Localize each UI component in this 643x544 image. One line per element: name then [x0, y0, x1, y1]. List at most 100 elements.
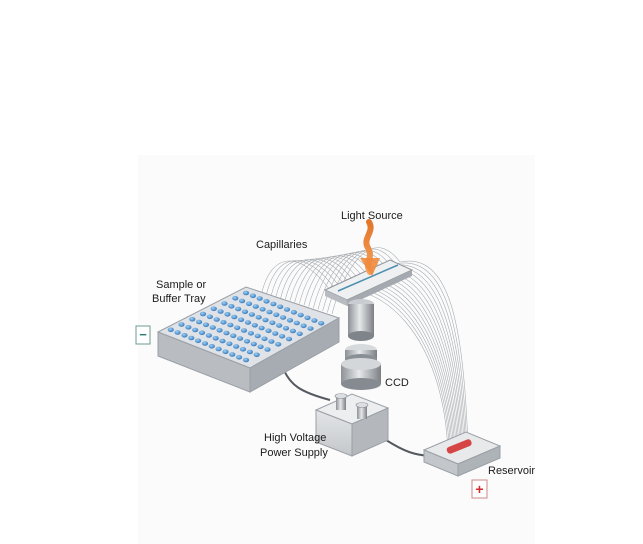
tray-well — [256, 296, 263, 301]
tray-well — [196, 319, 203, 325]
tray-well — [195, 338, 202, 344]
tray-well — [232, 296, 239, 301]
tray-well — [249, 293, 256, 299]
tray-well — [220, 320, 227, 325]
capillary-fiber — [381, 268, 463, 447]
capillary-fiber — [395, 262, 467, 445]
label-hv-line1: High Voltage — [264, 432, 326, 444]
tray-well — [240, 328, 248, 333]
tray-well — [258, 325, 265, 331]
tray-well — [178, 322, 185, 327]
tray-well — [241, 309, 249, 315]
capillary-fiber — [271, 259, 340, 296]
tray-well — [222, 349, 229, 355]
tray-well — [192, 327, 199, 333]
tray-well — [174, 330, 181, 335]
label-ccd: CCD — [385, 377, 409, 389]
tray-well — [245, 301, 253, 307]
tray-well — [277, 304, 284, 310]
tray-well — [212, 336, 219, 341]
tray-well — [235, 306, 242, 312]
tray-well — [268, 339, 275, 344]
tray-well — [289, 328, 296, 334]
tray-well — [283, 307, 291, 312]
tray-well — [280, 315, 287, 320]
tray-well — [318, 321, 325, 326]
tray-well — [266, 309, 273, 315]
tray-well — [300, 323, 307, 329]
tray-well — [221, 301, 228, 306]
tray-well — [269, 320, 276, 326]
capillary-fiber — [299, 255, 368, 304]
tray-well — [215, 346, 222, 352]
tray-well — [244, 320, 252, 325]
tray-well — [188, 335, 195, 341]
tray-cable — [282, 367, 331, 401]
label-hv-line2: Power Supply — [260, 447, 328, 459]
tray-well — [304, 315, 311, 321]
detection-window — [323, 259, 414, 306]
tray-well — [263, 299, 270, 304]
tray-well — [226, 341, 233, 347]
tray-well — [219, 338, 226, 344]
tray-well — [311, 318, 318, 323]
tray-well — [296, 331, 303, 337]
tray-well — [209, 325, 216, 330]
tray-well — [236, 355, 243, 360]
tray-well — [239, 298, 246, 304]
tray-well — [202, 322, 210, 328]
label-reservoir: Reservoir — [488, 465, 535, 477]
capillary-fiber — [399, 260, 469, 445]
capillary-fiber — [322, 250, 391, 312]
capillary-fiber — [317, 251, 387, 310]
tray-well — [250, 341, 257, 347]
tray-right-face — [249, 317, 340, 393]
tray-well — [246, 349, 253, 355]
tray-well — [210, 306, 217, 312]
power-terminal-left — [334, 393, 348, 410]
tray-well — [272, 331, 279, 336]
tray-wells — [167, 290, 325, 363]
tray-well — [237, 336, 244, 341]
capillary-fiber — [294, 256, 363, 303]
tray-well — [213, 317, 220, 322]
plate-front — [325, 290, 347, 306]
positive-electrode-sign: + — [471, 479, 488, 499]
tray-well — [234, 325, 241, 331]
tray-well — [286, 318, 294, 323]
tray-well — [189, 317, 196, 322]
svg-text:−: − — [139, 327, 147, 342]
tray-well — [224, 312, 231, 317]
capillary-fiber — [285, 258, 354, 300]
tray-well — [273, 312, 280, 318]
reservoir-cable — [385, 439, 431, 457]
tray-well — [262, 317, 269, 323]
tray-well — [223, 330, 230, 336]
tray-well — [239, 347, 247, 352]
tray-well — [257, 344, 264, 350]
tray-well — [243, 339, 251, 344]
capillary-fiber — [376, 270, 462, 447]
sample-buffer-tray — [156, 286, 341, 393]
tray-well — [275, 342, 282, 347]
tray-well — [254, 333, 261, 339]
tray-well — [290, 310, 297, 315]
tray-well — [233, 344, 240, 349]
tray-well — [282, 326, 290, 331]
power-terminal-right — [355, 402, 369, 419]
tray-well — [242, 290, 250, 296]
tray-well — [270, 301, 277, 307]
capillary-fiber — [275, 259, 345, 297]
tray-well — [208, 344, 215, 349]
tray-well — [259, 307, 266, 312]
label-light-source: Light Source — [341, 210, 403, 222]
tray-well — [217, 309, 224, 314]
svg-text:+: + — [475, 481, 483, 497]
tray-well — [261, 336, 268, 342]
capillary-fiber — [390, 264, 466, 446]
tray-well — [279, 334, 286, 339]
capillary-fiber — [303, 254, 373, 306]
tray-well — [201, 341, 209, 346]
tray-well — [205, 333, 212, 338]
reservoir-electrode — [446, 439, 472, 454]
